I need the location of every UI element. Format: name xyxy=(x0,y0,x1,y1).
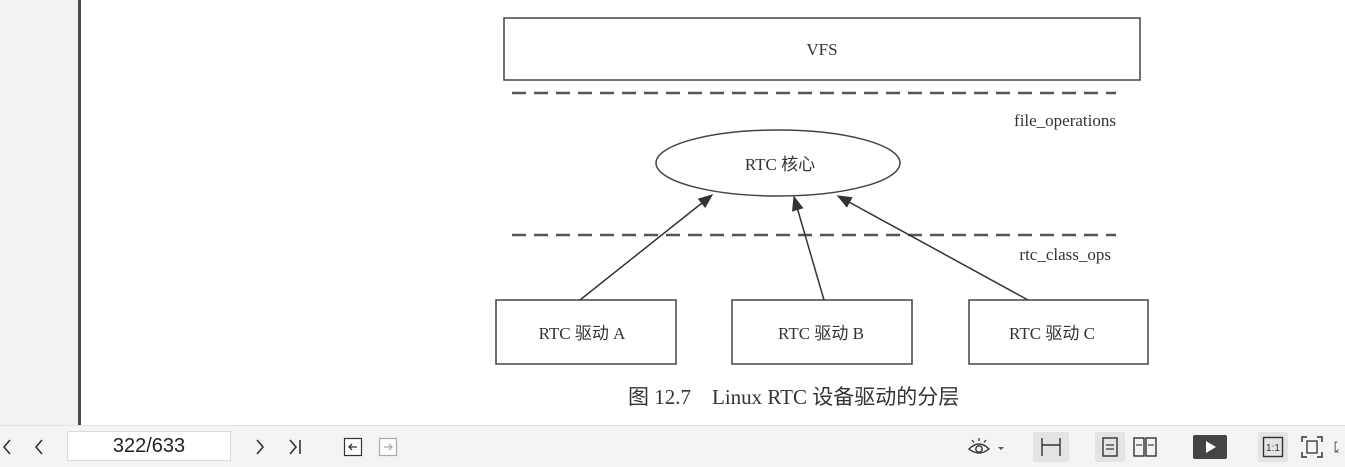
driver-a-box xyxy=(495,299,677,365)
vfs-box xyxy=(503,17,1141,81)
driver-c-label: RTC 驱动 C xyxy=(1009,324,1095,343)
fit-page-icon xyxy=(1301,435,1323,458)
prev-page-icon xyxy=(34,438,43,455)
arrow-driver-c-to-core xyxy=(836,195,1029,301)
arrow-driver-a-to-core xyxy=(579,194,714,301)
page-number-input[interactable] xyxy=(67,431,231,461)
fit-width-button[interactable] xyxy=(1033,432,1069,462)
forward-icon xyxy=(378,437,398,456)
rotate-icon xyxy=(1334,441,1339,453)
single-page-button[interactable] xyxy=(1095,432,1125,462)
vfs-label: VFS xyxy=(806,40,837,59)
fit-width-icon xyxy=(1041,438,1061,456)
fit-page-button[interactable] xyxy=(1298,426,1326,467)
forward-button[interactable] xyxy=(376,426,400,467)
file-operations-label: file_operations xyxy=(1014,111,1116,130)
rtc-layer-diagram: VFS file_operations RTC 核心 rtc_class_ops… xyxy=(495,17,1149,365)
eye-protection-button[interactable] xyxy=(964,426,1008,467)
two-page-button[interactable] xyxy=(1128,426,1162,467)
svg-text:1:1: 1:1 xyxy=(1266,443,1280,454)
two-page-icon xyxy=(1133,436,1157,457)
page-left-edge xyxy=(78,0,81,425)
arrow-driver-b-to-core xyxy=(792,195,825,301)
eye-icon xyxy=(967,437,1004,454)
driver-b-box xyxy=(731,299,913,365)
driver-a-label: RTC 驱动 A xyxy=(539,324,627,343)
prev-page-button[interactable] xyxy=(28,426,50,467)
next-page-icon xyxy=(256,438,265,455)
rtc-core-ellipse xyxy=(655,129,901,197)
rtc-core-label: RTC 核心 xyxy=(745,155,815,174)
rtc-class-ops-label: rtc_class_ops xyxy=(1019,245,1111,264)
left-gutter xyxy=(0,0,78,425)
single-page-icon xyxy=(1102,437,1118,457)
last-page-button[interactable] xyxy=(283,426,307,467)
actual-size-icon: 1:1 xyxy=(1262,436,1284,458)
next-page-button[interactable] xyxy=(249,426,271,467)
driver-c-box xyxy=(968,299,1149,365)
driver-b-label: RTC 驱动 B xyxy=(778,324,864,343)
last-page-icon xyxy=(289,438,301,455)
back-button[interactable] xyxy=(341,426,365,467)
play-icon xyxy=(1193,434,1227,459)
first-page-button[interactable] xyxy=(0,426,14,467)
actual-size-button[interactable]: 1:1 xyxy=(1258,432,1288,462)
slideshow-button[interactable] xyxy=(1191,426,1229,467)
back-icon xyxy=(343,437,363,456)
viewer-toolbar: 1:1 xyxy=(0,425,1345,467)
rotate-button[interactable] xyxy=(1334,426,1345,467)
figure-caption: 图 12.7 Linux RTC 设备驱动的分层 xyxy=(628,385,960,409)
first-page-icon xyxy=(2,438,11,455)
